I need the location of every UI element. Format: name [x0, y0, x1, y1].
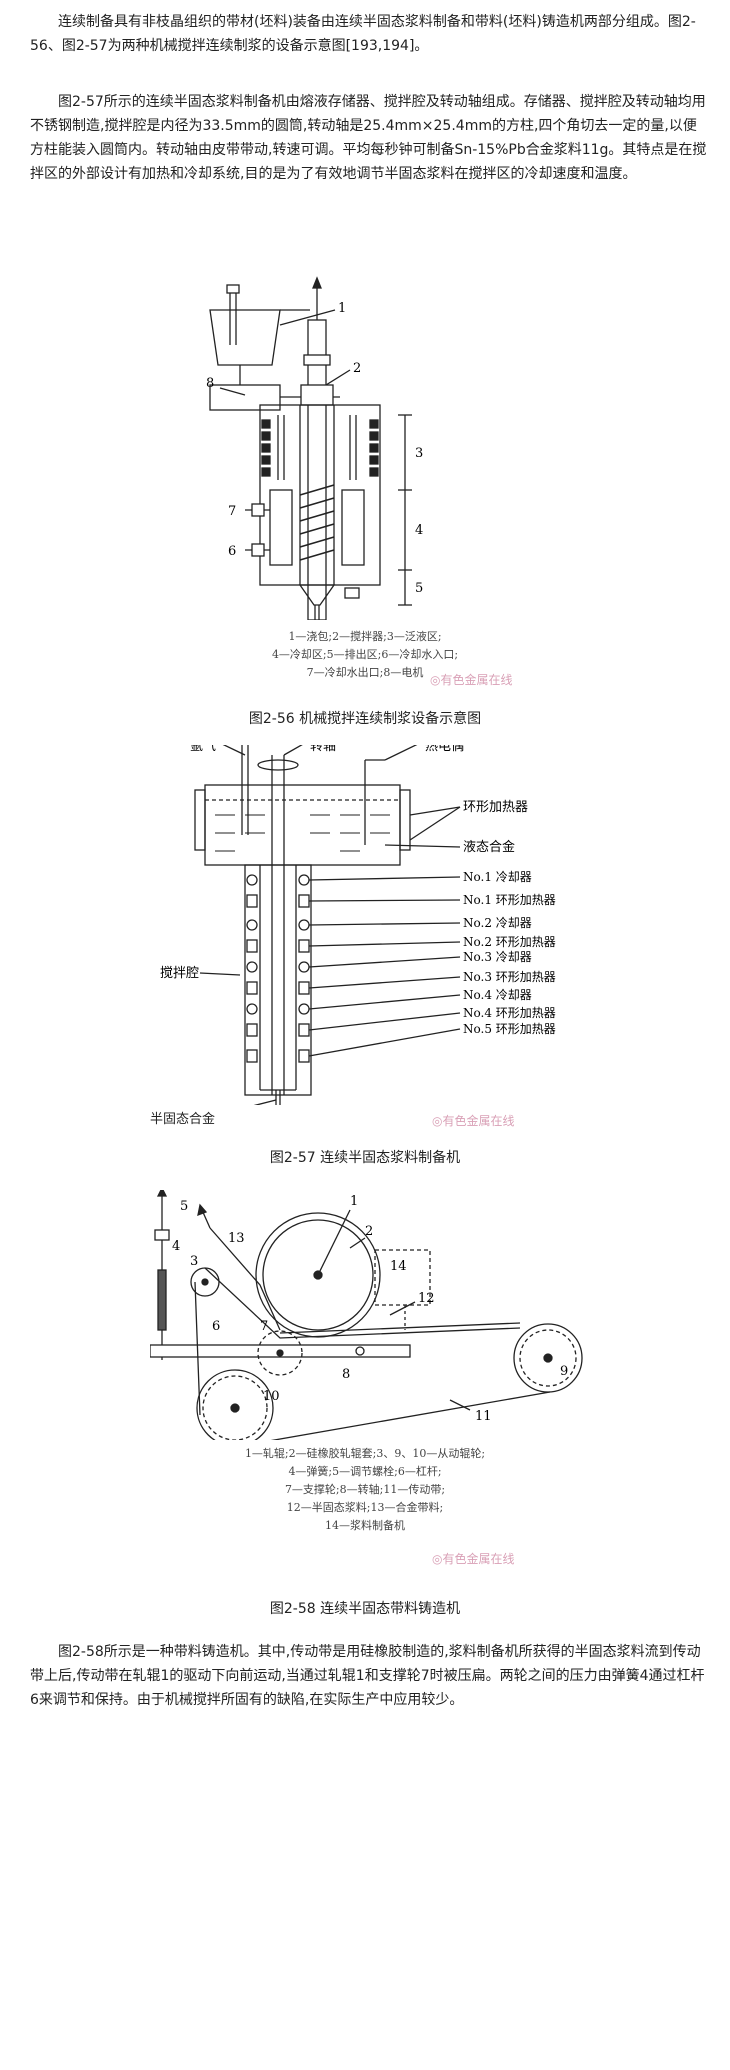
fig57-label-thermocouple: 热电偶 [425, 745, 464, 754]
fig57-label-ring-heater: 环形加热器 [463, 800, 528, 815]
fig56-label-8: 8 [206, 376, 214, 391]
intro-paragraph: 连续制备具有非枝晶组织的带材(坯料)装备由连续半固态浆料制备和带料(坯料)铸造机… [30, 14, 696, 54]
fig58-label-14: 14 [390, 1259, 407, 1274]
fig57-label-heater4: No.4 环形加热器 [463, 1006, 556, 1020]
watermark-icon: ◎ [430, 673, 441, 687]
fig56-caption: 图2-56 机械搅拌连续制浆设备示意图 [248, 711, 482, 727]
fig58-legend-line: 12—半固态浆料;13—合金带料; [286, 1501, 444, 1514]
fig56-legend-line: 1—浇包;2—搅拌器;3—泛液区; [288, 630, 442, 643]
fig57-label-shaft: 转轴 [310, 745, 336, 754]
fig58-label-1: 1 [350, 1194, 358, 1209]
fig56-label-6: 6 [228, 544, 236, 559]
watermark: ◎有色金属在线 [430, 671, 513, 688]
watermark: ◎有色金属在线 [432, 1550, 515, 1567]
fig57-label-liquid-alloy: 液态合金 [463, 839, 515, 855]
fig58-label-13: 13 [228, 1231, 245, 1246]
fig58-label-10: 10 [263, 1389, 280, 1404]
fig56-legend-line: 4—冷却区;5—排出区;6—冷却水入口; [271, 648, 459, 661]
fig57-label-heater1: No.1 环形加热器 [463, 893, 556, 907]
fig58-label-2: 2 [365, 1224, 373, 1239]
watermark-text: 有色金属在线 [442, 1114, 515, 1128]
fig57-label-stir-chamber: 搅拌腔 [160, 965, 199, 981]
fig58-label-7: 7 [260, 1319, 268, 1334]
watermark: ◎有色金属在线 [432, 1112, 515, 1129]
fig57-label-heater2: No.2 环形加热器 [463, 935, 556, 949]
fig58-caption: 图2-58 连续半固态带料铸造机 [269, 1601, 461, 1617]
fig58-label-11: 11 [475, 1409, 492, 1424]
fig57-label-semi-solid: 半固态合金 [150, 1112, 216, 1127]
fig57-label-cooler4: No.4 冷却器 [463, 988, 532, 1002]
figure-2-57-diagram: 氩气 转轴 热电偶 环形加热器 液态合金 No.1 冷却器 No.1 环形加热器… [160, 745, 556, 1105]
fig58-legend: 1—轧辊;2—硅橡胶轧辊套;3、9、10—从动辊轮; 4—弹簧;5—调节螺栓;6… [0, 1445, 730, 1535]
figure-2-56-diagram: 1 2 3 4 5 6 7 8 [206, 276, 423, 620]
fig58-legend-line: 4—弹簧;5—调节螺栓;6—杠杆; [288, 1465, 442, 1478]
fig56-label-4: 4 [415, 523, 423, 538]
fig58-label-12: 12 [418, 1291, 435, 1306]
fig58-label-8: 8 [342, 1367, 350, 1382]
fig56-label-3: 3 [415, 446, 423, 461]
fig58-label-9: 9 [560, 1364, 568, 1379]
fig57-label-cooler1: No.1 冷却器 [463, 870, 532, 884]
watermark-text: 有色金属在线 [442, 1552, 515, 1566]
watermark-icon: ◎ [432, 1114, 443, 1128]
fig56-label-1: 1 [338, 301, 346, 316]
fig58-legend-line: 7—支撑轮;8—转轴;11—传动带; [284, 1483, 446, 1496]
figure-2-58-diagram: 1 2 3 4 5 6 7 8 9 10 11 12 13 14 [150, 1190, 583, 1440]
fig56-label-5: 5 [415, 581, 423, 596]
fig58-label-4: 4 [172, 1239, 180, 1254]
fig58-label-5: 5 [180, 1199, 188, 1214]
fig56-legend: 1—浇包;2—搅拌器;3—泛液区; 4—冷却区;5—排出区;6—冷却水入口; 7… [0, 628, 730, 682]
fig58-label-3: 3 [190, 1254, 198, 1269]
fig58-legend-line: 1—轧辊;2—硅橡胶轧辊套;3、9、10—从动辊轮; [244, 1447, 486, 1460]
conclusion-paragraph: 图2-58所示是一种带料铸造机。其中,传动带是用硅橡胶制造的,浆料制备机所获得的… [30, 1644, 705, 1708]
fig57-label-heater5: No.5 环形加热器 [463, 1022, 556, 1036]
fig57-label-argon: 氩气 [190, 745, 216, 754]
fig56-label-7: 7 [228, 504, 236, 519]
fig58-label-6: 6 [212, 1319, 220, 1334]
fig58-legend-line: 14—浆料制备机 [325, 1519, 405, 1532]
fig56-label-2: 2 [353, 361, 361, 376]
fig57-caption: 图2-57 连续半固态浆料制备机 [269, 1150, 461, 1166]
watermark-text: 有色金属在线 [440, 673, 513, 687]
description-paragraph: 图2-57所示的连续半固态浆料制备机由熔液存储器、搅拌腔及转动轴组成。存储器、搅… [30, 94, 707, 182]
watermark-icon: ◎ [432, 1552, 443, 1566]
fig57-label-heater3: No.3 环形加热器 [463, 970, 556, 984]
fig57-label-cooler3: No.3 冷却器 [463, 950, 532, 964]
fig57-label-cooler2: No.2 冷却器 [463, 916, 532, 930]
fig56-legend-line: 7—冷却水出口;8—电机 [306, 666, 424, 679]
